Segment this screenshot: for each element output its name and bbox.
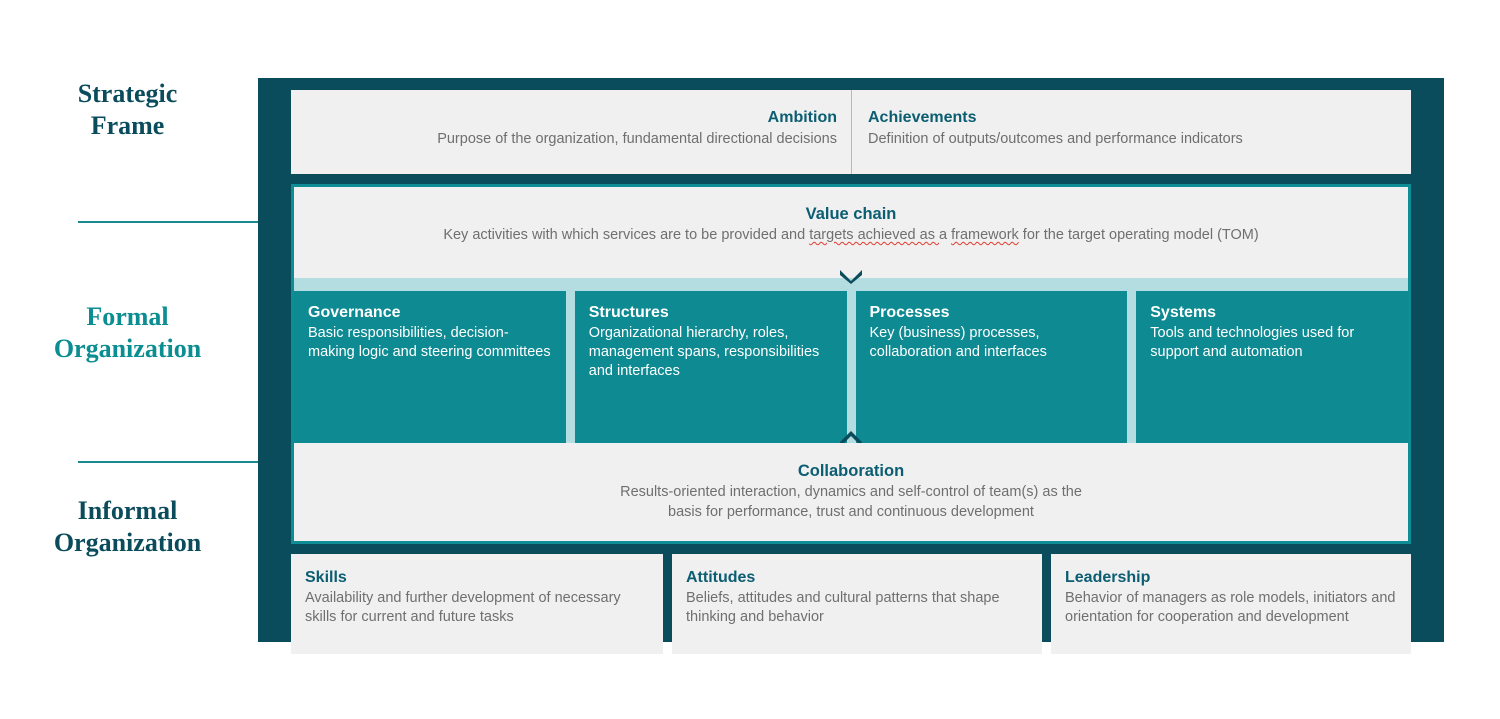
card-leadership[interactable]: Leadership Behavior of managers as role … <box>1051 554 1411 654</box>
card-ambition-title: Ambition <box>767 109 837 126</box>
card-collaboration-title: Collaboration <box>797 462 905 480</box>
card-attitudes-body: Beliefs, attitudes and cultural patterns… <box>686 590 1000 625</box>
card-skills-body: Availability and further development of … <box>305 590 621 625</box>
card-collaboration[interactable]: Collaboration Results-oriented interacti… <box>294 443 1408 541</box>
axis-label-strategic-frame: Strategic Frame <box>77 79 178 140</box>
card-achievements-body: Definition of outputs/outcomes and perfo… <box>868 131 1243 147</box>
formal-organization-group: Value chain Key activities with which se… <box>291 184 1411 544</box>
card-processes-title: Processes <box>869 304 950 321</box>
value-chain-text-1: Key activities with which services are t… <box>443 227 810 243</box>
card-governance[interactable]: Governance Basic responsibilities, decis… <box>294 291 566 443</box>
card-achievements-title: Achievements <box>868 109 977 126</box>
card-governance-body: Basic responsibilities, decision-making … <box>308 325 551 360</box>
card-attitudes-title: Attitudes <box>686 569 756 586</box>
card-value-chain[interactable]: Value chain Key activities with which se… <box>294 187 1408 278</box>
divider-line-top <box>78 221 263 223</box>
card-skills-title: Skills <box>305 569 347 586</box>
card-attitudes[interactable]: Attitudes Beliefs, attitudes and cultura… <box>672 554 1042 654</box>
card-skills[interactable]: Skills Availability and further developm… <box>291 554 663 654</box>
card-governance-title: Governance <box>308 304 401 321</box>
card-leadership-body: Behavior of managers as role models, ini… <box>1065 590 1396 625</box>
card-structures-body: Organizational hierarchy, roles, managem… <box>588 325 820 379</box>
diagram-frame: Ambition Purpose of the organization, fu… <box>258 78 1444 654</box>
card-collaboration-body-line1: Results-oriented interaction, dynamics a… <box>620 484 1082 500</box>
value-chain-text-2: a <box>939 227 952 243</box>
card-systems[interactable]: Systems Tools and technologies used for … <box>1136 291 1408 443</box>
card-processes[interactable]: Processes Key (business) processes, coll… <box>855 291 1128 443</box>
formal-pillars-row: Governance Basic responsibilities, decis… <box>294 291 1408 443</box>
card-achievements[interactable]: Achievements Definition of outputs/outco… <box>851 90 1411 174</box>
card-structures-title: Structures <box>588 304 669 321</box>
chevron-down-icon <box>838 268 864 284</box>
divider-line-bottom <box>78 461 263 463</box>
value-chain-spellcheck-1: targets achieved as <box>809 227 939 243</box>
card-leadership-title: Leadership <box>1065 569 1151 586</box>
card-value-chain-title: Value chain <box>805 205 897 223</box>
axis-label-informal-organization: Informal Organization <box>53 496 202 557</box>
axis-label-formal-organization: Formal Organization <box>53 302 202 363</box>
chevron-up-icon <box>838 431 864 447</box>
value-chain-spellcheck-2: framework <box>951 227 1019 243</box>
value-chain-text-3: for the target operating model (TOM) <box>1018 227 1259 243</box>
strategic-frame-row: Ambition Purpose of the organization, fu… <box>291 90 1411 174</box>
card-systems-title: Systems <box>1150 304 1217 321</box>
card-systems-body: Tools and technologies used for support … <box>1150 325 1355 360</box>
card-structures[interactable]: Structures Organizational hierarchy, rol… <box>574 291 847 443</box>
card-value-chain-body: Key activities with which services are t… <box>294 225 1408 245</box>
informal-organization-row: Skills Availability and further developm… <box>291 554 1411 654</box>
card-ambition[interactable]: Ambition Purpose of the organization, fu… <box>291 90 851 174</box>
card-processes-body: Key (business) processes, collaboration … <box>869 325 1047 360</box>
card-ambition-body: Purpose of the organization, fundamental… <box>437 131 837 147</box>
card-collaboration-body-line2: basis for performance, trust and continu… <box>668 504 1034 520</box>
